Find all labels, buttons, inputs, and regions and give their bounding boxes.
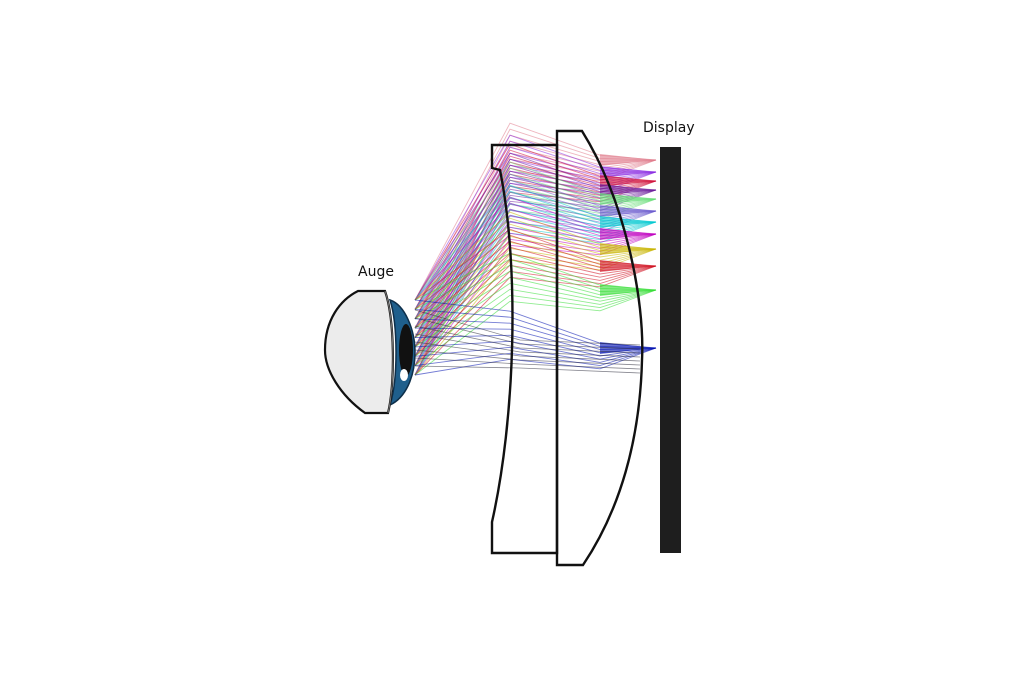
light-rays	[414, 122, 657, 376]
display-panel	[660, 147, 681, 553]
eye-label: Auge	[358, 264, 394, 280]
display-label: Display	[643, 120, 695, 136]
lens-2	[555, 129, 644, 567]
lens-1	[490, 143, 559, 555]
eye-icon	[323, 289, 416, 415]
